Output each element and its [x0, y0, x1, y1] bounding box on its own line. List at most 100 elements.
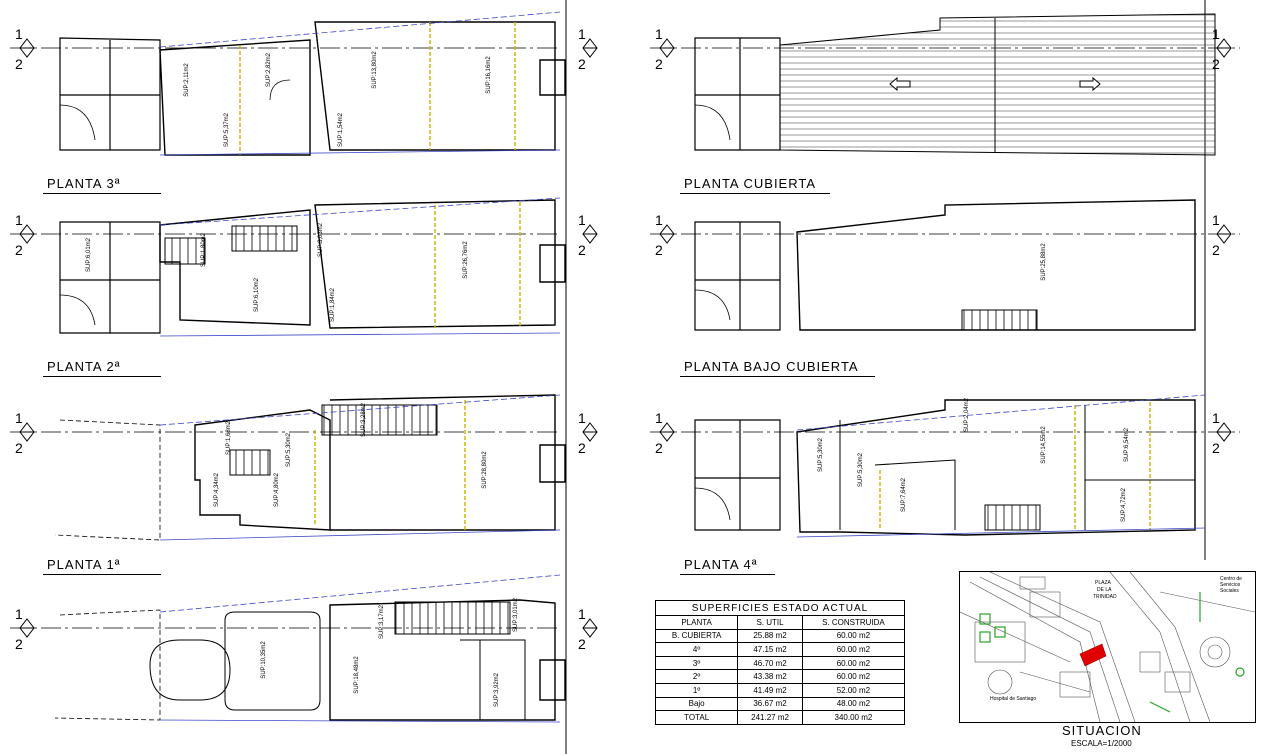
- cell-construida: 60.00 m2: [801, 628, 906, 644]
- surface-table-title: SUPERFICIES ESTADO ACTUAL: [655, 600, 905, 616]
- room-area-label: SUP:4,72m2: [1121, 487, 1127, 522]
- section-mark-1: 1: [578, 212, 586, 228]
- surface-table: SUPERFICIES ESTADO ACTUAL PLANTA S. UTIL…: [654, 600, 906, 725]
- site-marker: [1079, 643, 1107, 667]
- table-row: 1º 41.49 m2 52.00 m2: [654, 682, 906, 698]
- room-area-label: SUP:2,04m2: [964, 397, 970, 432]
- room-area-label: SUP:14,55m2: [1041, 426, 1047, 464]
- room-area-label: SUP:3,28m2: [361, 402, 367, 437]
- cell-total-util: 241.27 m2: [737, 710, 803, 725]
- section-mark-2: 2: [578, 440, 586, 456]
- room-area-label: SUP:3,01m2: [513, 597, 519, 632]
- section-mark-2: 2: [15, 440, 23, 456]
- section-mark-1: 1: [578, 410, 586, 426]
- section-mark-1: 1: [1212, 212, 1220, 228]
- column-header: S. CONSTRUIDA: [801, 615, 906, 630]
- plan-p1: [10, 394, 566, 541]
- plan-bajo-cubierta: [650, 199, 1240, 331]
- section-mark-1: 1: [1212, 410, 1220, 426]
- room-area-label: SUP:5,37m2: [224, 112, 230, 147]
- room-area-label: SUP:3,03m2: [318, 222, 324, 257]
- cell-planta: 2º: [654, 669, 739, 684]
- title-underline: [43, 376, 161, 377]
- room-area-label: SUP:7,64m2: [901, 477, 907, 512]
- cell-construida: 60.00 m2: [801, 655, 906, 671]
- title-underline: [43, 574, 161, 575]
- section-mark-1: 1: [578, 26, 586, 42]
- cell-construida: 48.00 m2: [801, 696, 906, 712]
- cell-util: 41.49 m2: [737, 682, 803, 698]
- plan-cubierta: [650, 13, 1240, 156]
- room-area-label: SUP:5,30m2: [286, 432, 292, 467]
- section-mark-diamond: [19, 422, 35, 442]
- section-mark-1: 1: [655, 26, 663, 42]
- plan-p4: [650, 394, 1240, 538]
- column-header: PLANTA: [654, 615, 739, 630]
- table-row: 4º 47.15 m2 60.00 m2: [654, 642, 906, 657]
- cell-planta: 1º: [654, 682, 739, 698]
- section-mark-2: 2: [655, 56, 663, 72]
- room-area-label: SUP:4,80m2: [274, 472, 280, 507]
- cell-util: 47.15 m2: [737, 642, 803, 657]
- section-mark-2: 2: [578, 636, 586, 652]
- section-mark-diamond: [582, 422, 598, 442]
- cell-total-construida: 340.00 m2: [801, 710, 906, 725]
- title-underline: [43, 193, 161, 194]
- room-area-label: SUP:6,10m2: [254, 277, 260, 312]
- room-area-label: SUP:26,76m2: [463, 241, 469, 279]
- room-area-label: SUP:1,80m2: [201, 232, 207, 267]
- section-mark-1: 1: [15, 212, 23, 228]
- title-planta-4: PLANTA 4ª: [684, 557, 758, 572]
- room-area-label: SUP:2,82m2: [266, 52, 272, 87]
- cell-util: 46.70 m2: [737, 655, 803, 671]
- room-area-label: SUP:6,54m2: [1124, 427, 1130, 462]
- cell-planta: 3º: [654, 655, 739, 671]
- section-mark-diamond: [19, 38, 35, 58]
- plan-p3: [10, 11, 566, 156]
- cell-util: 43.38 m2: [737, 669, 803, 684]
- section-mark-diamond: [659, 38, 675, 58]
- section-mark-2: 2: [578, 56, 586, 72]
- map-label: TRINIDAD: [1093, 594, 1117, 600]
- cell-util: 36.67 m2: [737, 696, 803, 712]
- room-area-label: SUP:28,80m2: [482, 451, 488, 489]
- section-mark-2: 2: [15, 636, 23, 652]
- section-mark-diamond: [1216, 224, 1232, 244]
- title-underline: [680, 193, 830, 194]
- room-area-label: SUP:1,54m2: [338, 112, 344, 147]
- section-mark-2: 2: [15, 56, 23, 72]
- section-mark-1: 1: [15, 606, 23, 622]
- map-label: Sociales: [1220, 588, 1239, 594]
- room-area-label: SUP:3,17m2: [379, 604, 385, 639]
- section-mark-2: 2: [578, 242, 586, 258]
- section-mark-2: 2: [655, 242, 663, 258]
- room-area-label: SUP:1,68m2: [226, 420, 232, 455]
- title-planta-3: PLANTA 3ª: [47, 176, 121, 191]
- section-mark-diamond: [19, 618, 35, 638]
- room-area-label: SUP:10,35m2: [261, 641, 267, 679]
- cell-construida: 60.00 m2: [801, 669, 906, 684]
- section-mark-1: 1: [15, 26, 23, 42]
- title-planta-cubierta: PLANTA CUBIERTA: [684, 176, 817, 191]
- section-mark-2: 2: [1212, 440, 1220, 456]
- title-planta-1: PLANTA 1ª: [47, 557, 121, 572]
- cell-planta: 4º: [654, 642, 739, 657]
- section-mark-2: 2: [655, 440, 663, 456]
- room-area-label: SUP:1,84m2: [330, 287, 336, 322]
- title-planta-2: PLANTA 2ª: [47, 359, 121, 374]
- room-area-label: SUP:5,30m2: [818, 437, 824, 472]
- cell-util: 25.88 m2: [737, 628, 803, 644]
- section-mark-diamond: [659, 224, 675, 244]
- map-label: Centro de: [1220, 576, 1242, 582]
- room-area-label: SUP:18,48m2: [354, 656, 360, 694]
- title-planta-bajo-cubierta: PLANTA BAJO CUBIERTA: [684, 359, 859, 374]
- cell-total-label: TOTAL: [654, 710, 739, 725]
- plan-bajo: [10, 574, 566, 723]
- map-label: DE LA: [1097, 587, 1112, 593]
- table-total-row: TOTAL 241.27 m2 340.00 m2: [654, 710, 906, 725]
- room-area-label: SUP:6,01m2: [86, 237, 92, 272]
- title-underline: [680, 376, 875, 377]
